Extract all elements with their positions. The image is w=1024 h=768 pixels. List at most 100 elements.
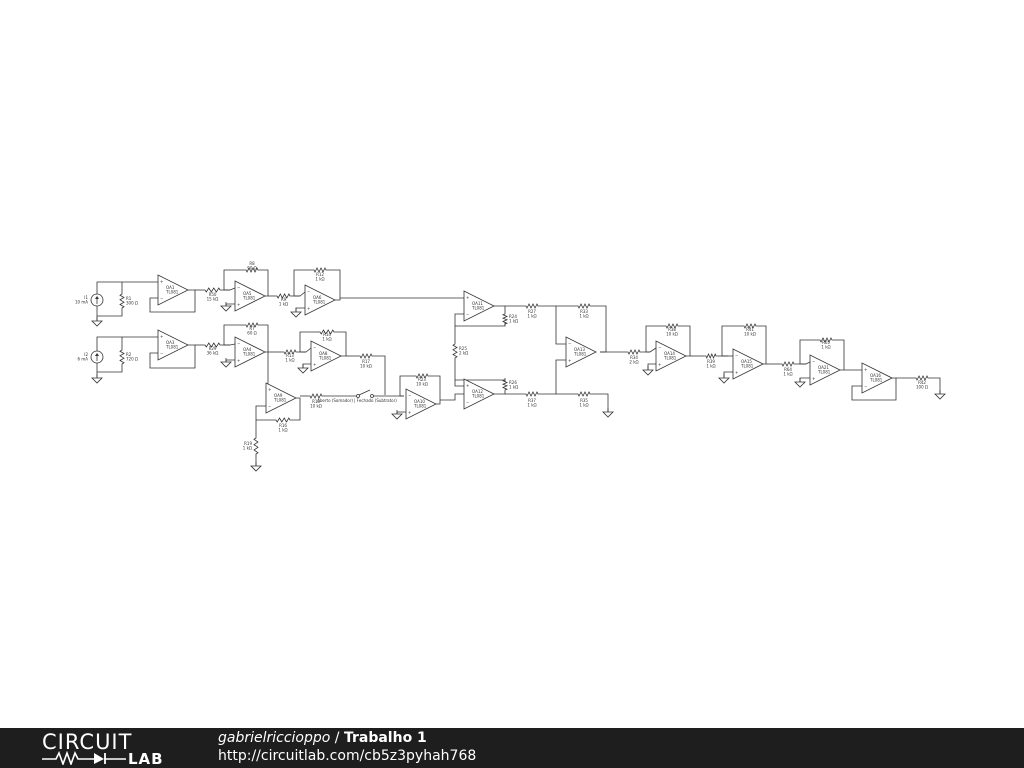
wire (302, 363, 311, 368)
circuit-url[interactable]: http://circuitlab.com/cb5z3pyhah768 (218, 748, 477, 764)
wire (292, 397, 301, 421)
resistor-value: 60 Ω (247, 331, 256, 336)
resistor-value: 1 kΩ (278, 428, 287, 433)
wire (592, 305, 607, 353)
resistor-name: R33 (580, 309, 588, 314)
resistor-name: R7 (249, 326, 255, 331)
opamp-symbol (234, 336, 266, 368)
opamp-pin-sign: − (466, 400, 469, 405)
resistor-value: 1 kΩ (509, 385, 518, 390)
title-separator: / (330, 730, 344, 746)
opamp-pin-sign: + (313, 362, 316, 367)
wire (721, 325, 742, 357)
logo-text-bottom: LAB (128, 750, 164, 768)
source-value: 10 mA (75, 300, 88, 305)
opamp-pin-sign: − (658, 345, 661, 350)
opamp-name: OA8 (319, 351, 328, 356)
ground-triangle (794, 381, 806, 388)
resistor-symbol (780, 361, 796, 367)
opamp-name: OA1 (166, 285, 175, 290)
ground-triangle (220, 305, 232, 312)
resistor-value: 2 kΩ (459, 351, 468, 356)
resistor-symbol (524, 391, 540, 397)
wire (723, 371, 733, 378)
opamp-pin-sign: − (160, 351, 163, 356)
resistor-name: R23 (418, 377, 426, 382)
opamp-symbol (265, 382, 297, 414)
resistor-name: R19 (244, 441, 252, 446)
ground-triangle (642, 369, 654, 376)
wire (455, 322, 506, 327)
circuitlab-logo[interactable]: CIRCUIT LAB (42, 730, 176, 768)
resistor-value: 10 kΩ (360, 364, 372, 369)
resistor-symbol (358, 353, 374, 359)
opamp-pin-sign: − (408, 393, 411, 398)
resistor-symbol (119, 292, 125, 310)
opamp-pin-sign: + (864, 367, 867, 372)
opamp-name: OA3 (166, 340, 175, 345)
opamp-pin-sign: + (237, 358, 240, 363)
wire (97, 366, 123, 373)
wire (440, 393, 464, 401)
resistor-value: 1 kΩ (315, 277, 324, 282)
resistor-diode-logo-icon (42, 751, 126, 765)
resistor-name: R8 (249, 261, 255, 266)
resistor-name: R39 (707, 359, 715, 364)
resistor-value: 10 kΩ (310, 404, 322, 409)
wire (455, 379, 506, 382)
resistor-symbol (308, 393, 324, 399)
resistor-value: 1 kΩ (579, 403, 588, 408)
ground-triangle (91, 377, 103, 384)
opamp-pin-sign: + (408, 410, 411, 415)
opamp-model: TL081 (663, 356, 677, 361)
resistor-symbol (244, 267, 260, 273)
resistor-name: R1 (126, 296, 132, 301)
resistor-value: 1 kΩ (821, 345, 830, 350)
opamp-model: TL081 (413, 404, 427, 409)
opamp-symbol (732, 348, 764, 380)
opamp-model: TL081 (165, 345, 179, 350)
opamp-pin-sign: + (237, 302, 240, 307)
wire (540, 359, 566, 395)
opamp-model: TL081 (471, 394, 485, 399)
opamp-symbol (809, 354, 841, 386)
opamp-pin-sign: − (735, 353, 738, 358)
opamp-model: TL081 (573, 352, 587, 357)
ground-symbol (934, 390, 946, 400)
wire (799, 339, 818, 365)
resistor-name: R2 (126, 352, 132, 357)
ground-triangle (391, 413, 403, 420)
opamp-pin-sign: + (307, 306, 310, 311)
wire (295, 307, 305, 312)
opamp-symbol (655, 340, 687, 372)
wire (799, 377, 810, 382)
logo-text-top: CIRCUIT (42, 730, 133, 754)
resistor-symbol (274, 417, 292, 423)
opamp-name: OA14 (664, 351, 675, 356)
resistor-name: R50 (209, 292, 217, 297)
author-link[interactable]: gabrielriccioppo (218, 730, 331, 746)
resistor-symbol (576, 303, 592, 309)
resistor-symbol (914, 375, 930, 381)
resistor-symbol (742, 323, 758, 329)
opamp-name: OA5 (243, 291, 252, 296)
opamp-model: TL081 (318, 356, 332, 361)
resistor-name: R38 (668, 327, 676, 332)
